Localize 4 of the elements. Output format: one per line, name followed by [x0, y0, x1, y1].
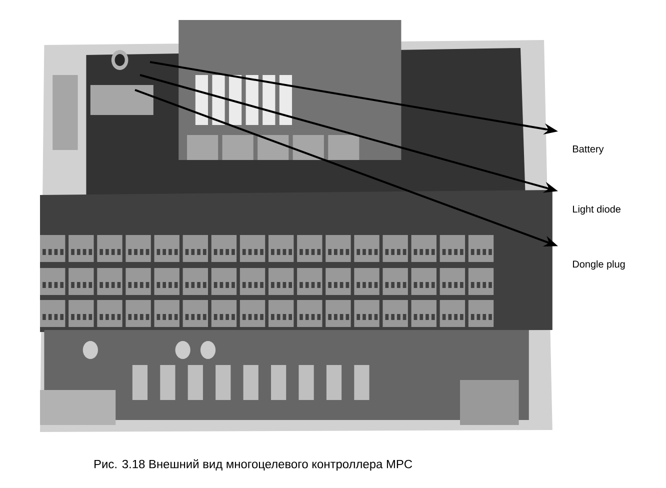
part-label: Dongle plug: [573, 260, 625, 270]
part-label: Light diode: [573, 205, 620, 215]
part-label: Battery: [573, 146, 604, 154]
figure-caption: Рис. 3.18 Внешний вид многоцелевого контроллера MPC: [94, 459, 412, 471]
